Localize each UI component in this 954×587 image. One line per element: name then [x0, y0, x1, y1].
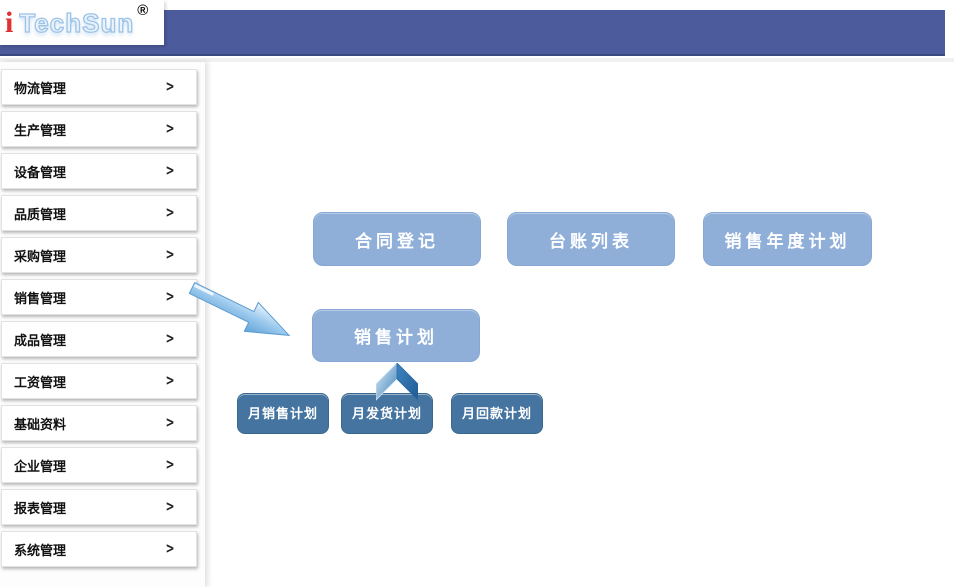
chevron-right-icon: > — [166, 330, 174, 348]
sidebar-item-enterprise[interactable]: 企业管理 > — [1, 447, 197, 483]
chevron-right-icon: > — [166, 372, 174, 390]
sidebar-item-logistics[interactable]: 物流管理 > — [1, 69, 197, 105]
sidebar-item-quality[interactable]: 品质管理 > — [1, 195, 197, 231]
sidebar-item-basic-data[interactable]: 基础资料 > — [1, 405, 197, 441]
chevron-right-icon: > — [166, 540, 174, 558]
monthly-shipment-plan-button[interactable]: 月发货计划 — [341, 393, 433, 434]
chevron-right-icon: > — [166, 120, 174, 138]
sales-plan-button[interactable]: 销售计划 — [312, 309, 480, 362]
sidebar-item-label: 报表管理 — [14, 500, 67, 516]
registered-trademark-icon: ® — [137, 2, 149, 19]
contract-registration-button[interactable]: 合同登记 — [313, 212, 481, 266]
sidebar-item-label: 品质管理 — [14, 206, 67, 222]
sidebar-item-equipment[interactable]: 设备管理 > — [1, 153, 197, 189]
sidebar-item-label: 采购管理 — [14, 248, 67, 264]
chevron-up-arrow-icon — [376, 363, 418, 401]
sidebar-item-label: 设备管理 — [14, 164, 67, 180]
sidebar-menu: 物流管理 > 生产管理 > 设备管理 > 品质管理 > 采购管理 > 销售管理 … — [0, 62, 205, 587]
sidebar-item-label: 销售管理 — [14, 290, 67, 306]
chevron-right-icon: > — [166, 456, 174, 474]
sidebar-item-label: 生产管理 — [14, 122, 67, 138]
chevron-right-icon: > — [166, 414, 174, 432]
sidebar-item-finished-goods[interactable]: 成品管理 > — [1, 321, 197, 357]
sidebar-item-label: 系统管理 — [14, 542, 67, 558]
sidebar-item-sales[interactable]: 销售管理 > — [1, 279, 197, 315]
logo[interactable]: i TechSun ® — [0, 0, 164, 45]
monthly-collection-plan-button[interactable]: 月回款计划 — [451, 393, 543, 434]
monthly-sales-plan-button[interactable]: 月销售计划 — [237, 393, 329, 434]
ledger-list-button[interactable]: 台账列表 — [507, 212, 675, 266]
annual-sales-plan-button[interactable]: 销售年度计划 — [703, 212, 872, 266]
pointer-arrow-icon — [188, 281, 291, 336]
header-divider — [0, 58, 954, 62]
sidebar-item-payroll[interactable]: 工资管理 > — [1, 363, 197, 399]
sidebar-item-production[interactable]: 生产管理 > — [1, 111, 197, 147]
sidebar-item-label: 物流管理 — [14, 80, 67, 96]
chevron-right-icon: > — [166, 246, 174, 264]
sidebar-item-system[interactable]: 系统管理 > — [1, 531, 197, 567]
chevron-right-icon: > — [166, 288, 174, 306]
logo-brand-text: TechSun — [19, 7, 135, 38]
sidebar-item-label: 企业管理 — [14, 458, 67, 474]
chevron-right-icon: > — [166, 498, 174, 516]
sidebar-item-label: 成品管理 — [14, 332, 67, 348]
chevron-right-icon: > — [166, 162, 174, 180]
sidebar-item-purchasing[interactable]: 采购管理 > — [1, 237, 197, 273]
sidebar-item-label: 工资管理 — [14, 374, 67, 390]
sidebar-item-label: 基础资料 — [14, 416, 67, 432]
chevron-right-icon: > — [166, 204, 174, 222]
logo-i-mark: i — [5, 5, 14, 39]
flow-canvas: 合同登记 台账列表 销售年度计划 销售计划 月销售计划 月发货计划 月回款计划 — [188, 62, 954, 587]
chevron-right-icon: > — [166, 78, 174, 96]
sidebar-item-reports[interactable]: 报表管理 > — [1, 489, 197, 525]
